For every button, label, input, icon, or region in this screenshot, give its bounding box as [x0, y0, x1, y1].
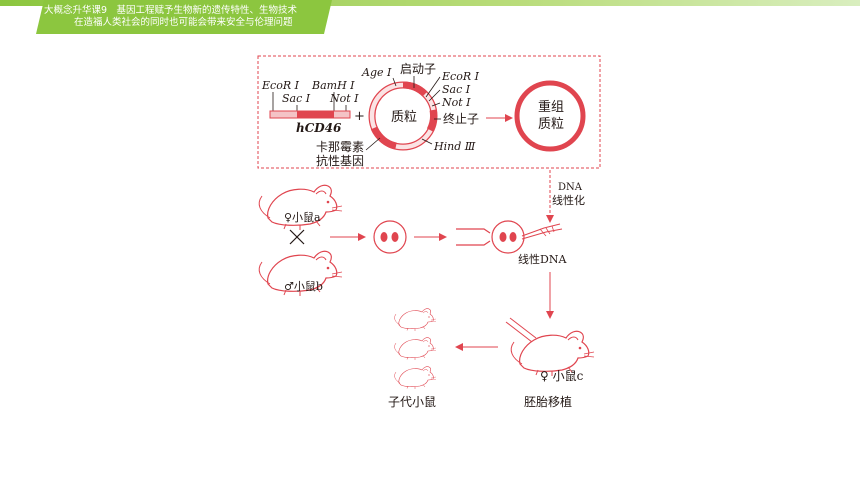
promoter-segment: [402, 81, 428, 97]
header-bar: 大概念升华课9 基因工程赋予生物新的遗传特性、生物技术 在造福人类社会的同时也可…: [0, 0, 860, 36]
plasmid-site-not1: Not Ⅰ: [441, 96, 471, 109]
kan-resistance-segment: [370, 126, 397, 150]
holding-pipette-icon: [456, 228, 491, 246]
recombinant-line2: 质粒: [538, 117, 564, 132]
plasmid-site-sac1: Sac Ⅰ: [442, 83, 471, 96]
gene-name: hCD46: [296, 121, 342, 135]
offspring-mouse-3-icon: [394, 366, 437, 390]
gene-site-bamh1: BamH Ⅰ: [311, 79, 355, 92]
gene-site-sac1: Sac Ⅰ: [282, 92, 311, 105]
offspring-label: 子代小鼠: [388, 395, 436, 409]
kan-label-line1: 卡那霉素: [316, 140, 364, 154]
injection-needle-icon: [521, 223, 563, 240]
recombinant-plasmid: 重组 质粒: [514, 80, 586, 152]
mouse-b-label: ♂小鼠b: [284, 279, 323, 293]
kan-label-line2: 抗性基因: [316, 153, 364, 168]
linear-dna-label: 线性DNA: [518, 252, 567, 266]
cross-icon: [289, 229, 305, 245]
header-title: 大概念升华课9 基因工程赋予生物新的遗传特性、生物技术 在造福人类社会的同时也可…: [44, 5, 334, 29]
dashed-frame: [257, 55, 601, 169]
plasmid-label: 质粒: [391, 110, 417, 125]
header-line-1: 大概念升华课9 基因工程赋予生物新的遗传特性、生物技术: [44, 5, 298, 16]
gene-site-ecor1: EcoR Ⅰ: [261, 79, 300, 92]
embryo-transfer-label: 胚胎移植: [524, 394, 572, 409]
plasmid-site-hind3: Hind Ⅲ: [433, 140, 476, 153]
plasmid-site-age1: Age Ⅰ: [361, 66, 392, 79]
terminator-label: 终止子: [443, 111, 479, 126]
gene-site-not1: Not Ⅰ: [329, 92, 359, 105]
header-banner: [36, 0, 332, 34]
header-line-2: 在造福人类社会的同时也可能会带来安全与伦理问题: [74, 17, 293, 28]
offspring-mouse-1-icon: [394, 308, 437, 332]
mouse-c-label: ♀ 小鼠c: [540, 369, 584, 383]
linearize-line1: DNA: [558, 182, 583, 193]
injected-zygote-icon: [491, 220, 525, 254]
recombinant-line1: 重组: [538, 99, 564, 115]
plus-sign: +: [354, 109, 365, 124]
offspring-mouse-2-icon: [394, 337, 437, 361]
gene-segment: EcoR Ⅰ Sac Ⅰ BamH Ⅰ Not Ⅰ hCD46 +: [261, 79, 365, 135]
zygote-icon: [373, 220, 407, 254]
plasmid-site-ecor1: EcoR Ⅰ: [441, 70, 480, 83]
promoter-label: 启动子: [400, 62, 436, 76]
mouse-a-label: ♀小鼠a: [284, 210, 321, 224]
surrogate-pipette-icon: [505, 317, 537, 343]
header-ribbon: [0, 0, 860, 6]
linearize-line2: 线性化: [552, 193, 585, 207]
plasmid: 质粒 Age Ⅰ 启动子 EcoR Ⅰ Sac Ⅰ Not Ⅰ 终止子 Hind…: [316, 62, 480, 168]
terminator-segment: [426, 109, 437, 132]
